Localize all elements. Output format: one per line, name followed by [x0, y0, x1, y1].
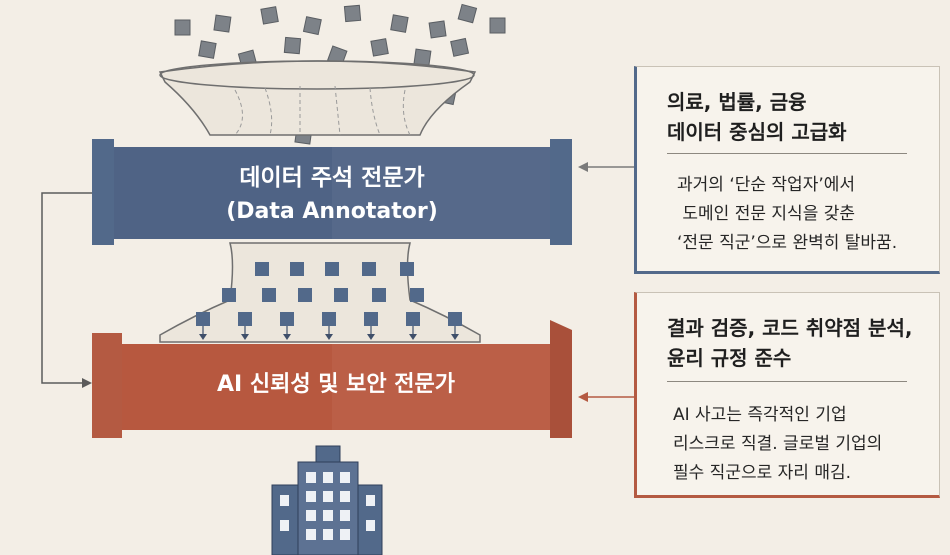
- building-window: [306, 510, 316, 521]
- callout-top-title-line1: 의료, 법률, 금융: [667, 90, 807, 114]
- building-window: [323, 529, 333, 540]
- data-square-icon: [400, 262, 414, 276]
- bottom-band: [92, 320, 572, 438]
- data-square-icon: [362, 262, 376, 276]
- callout-top-title: 의료, 법률, 금융 데이터 중심의 고급화: [667, 87, 929, 147]
- callout-arrows: [578, 162, 634, 402]
- feedback-loop-arrow: [41, 192, 92, 388]
- divider: [667, 381, 907, 382]
- data-square-icon: [325, 262, 339, 276]
- building-window: [366, 495, 375, 506]
- arrow-icon: [199, 334, 207, 340]
- callout-ai-security: 결과 검증, 코드 취약점 분석, 윤리 규정 준수 AI 사고는 즉각적인 기…: [634, 292, 940, 498]
- data-square-icon: [298, 288, 312, 302]
- building-window: [306, 472, 316, 483]
- data-square-icon: [280, 312, 294, 326]
- data-square-icon: [198, 40, 217, 59]
- callout-bottom-title-line1: 결과 검증, 코드 취약점 분석,: [667, 316, 913, 340]
- data-square-icon: [260, 6, 279, 25]
- data-square-icon: [238, 312, 252, 326]
- data-square-icon: [410, 288, 424, 302]
- callout-bottom-title: 결과 검증, 코드 취약점 분석, 윤리 규정 준수: [667, 313, 929, 373]
- data-square-icon: [196, 312, 210, 326]
- data-square-icon: [290, 262, 304, 276]
- data-square-icon: [364, 312, 378, 326]
- building-window: [306, 529, 316, 540]
- data-square-icon: [283, 36, 302, 55]
- building-window: [366, 520, 375, 531]
- callout-top-body: 과거의 ‘단순 작업자’에서 도메인 전문 지식을 갖춘 ‘전문 직군’으로 완…: [677, 175, 898, 253]
- callout-bottom-title-line2: 윤리 규정 준수: [667, 346, 792, 370]
- building-window: [280, 520, 289, 531]
- data-square-icon: [262, 288, 276, 302]
- arrow-icon: [325, 334, 333, 340]
- data-square-icon: [255, 262, 269, 276]
- callout-top-title-line2: 데이터 중심의 고급화: [667, 120, 847, 144]
- data-square-icon: [213, 14, 232, 33]
- data-square-icon: [222, 288, 236, 302]
- data-square-icon: [450, 37, 470, 57]
- building-window: [340, 510, 350, 521]
- data-square-icon: [334, 288, 348, 302]
- callout-domain-specialization: 의료, 법률, 금융 데이터 중심의 고급화 과거의 ‘단순 작업자’에서 도메…: [634, 66, 940, 274]
- data-square-icon: [457, 3, 478, 24]
- building-window: [323, 472, 333, 483]
- callout-bottom-body: AI 사고는 즉각적인 기업 리스크로 직결. 글로벌 기업의 필수 직군으로 …: [673, 405, 883, 483]
- building-window: [306, 491, 316, 502]
- data-square-icon: [390, 14, 409, 33]
- data-square-icon: [302, 16, 322, 36]
- data-square-icon: [372, 288, 386, 302]
- divider: [667, 153, 907, 154]
- building-window: [340, 472, 350, 483]
- building-window: [340, 529, 350, 540]
- top-band-title: 데이터 주석 전문가: [239, 165, 425, 191]
- arrow-icon: [367, 334, 375, 340]
- arrow-icon: [241, 334, 249, 340]
- data-square-icon: [343, 4, 362, 23]
- building-window: [323, 510, 333, 521]
- data-square-icon: [174, 19, 191, 36]
- arrow-icon: [451, 334, 459, 340]
- data-square-icon: [370, 38, 389, 57]
- data-square-icon: [322, 312, 336, 326]
- arrow-icon: [409, 334, 417, 340]
- data-square-icon: [428, 20, 447, 39]
- arrow-icon: [283, 334, 291, 340]
- data-square-icon: [406, 312, 420, 326]
- bottom-band-title: AI 신뢰성 및 보안 전문가: [216, 372, 455, 397]
- data-square-icon: [489, 17, 506, 34]
- top-band-subtitle: (Data Annotator): [226, 199, 438, 224]
- data-square-icon: [448, 312, 462, 326]
- building-window: [323, 491, 333, 502]
- top-band: [92, 139, 572, 245]
- building-window: [340, 491, 350, 502]
- building-icon: [271, 445, 383, 555]
- neck-data-grid: [196, 262, 462, 340]
- building-window: [280, 495, 289, 506]
